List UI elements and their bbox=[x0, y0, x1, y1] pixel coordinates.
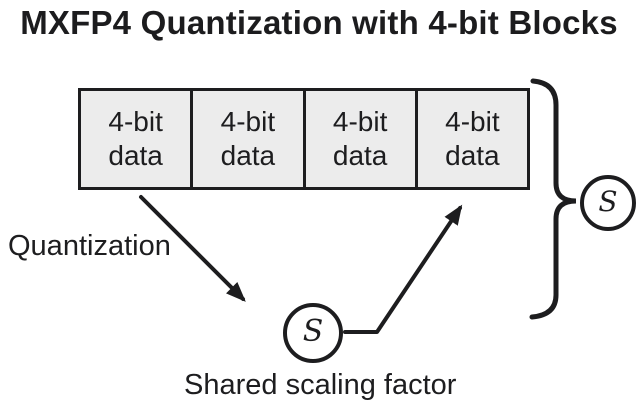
shared-scaling-factor-label: Shared scaling factor bbox=[184, 369, 457, 401]
scaling-apply-arrow bbox=[343, 204, 463, 334]
block-cell-4: 4-bit data bbox=[414, 91, 527, 187]
block-cell-2: 4-bit data bbox=[190, 91, 302, 187]
quantization-label: Quantization bbox=[8, 230, 171, 262]
scale-symbol: S bbox=[302, 314, 324, 349]
diagram-title: MXFP4 Quantization with 4-bit Blocks bbox=[20, 4, 618, 41]
block-cell-3: 4-bit data bbox=[302, 91, 415, 187]
block-scale-node: S bbox=[580, 175, 636, 231]
group-brace bbox=[529, 78, 577, 320]
block-cell-1: 4-bit data bbox=[108, 105, 163, 171]
scale-symbol: S bbox=[598, 185, 618, 218]
shared-scale-node: S bbox=[283, 303, 343, 363]
block-row: 4-bit data 4-bit data 4-bit data 4-bit d… bbox=[78, 88, 530, 190]
